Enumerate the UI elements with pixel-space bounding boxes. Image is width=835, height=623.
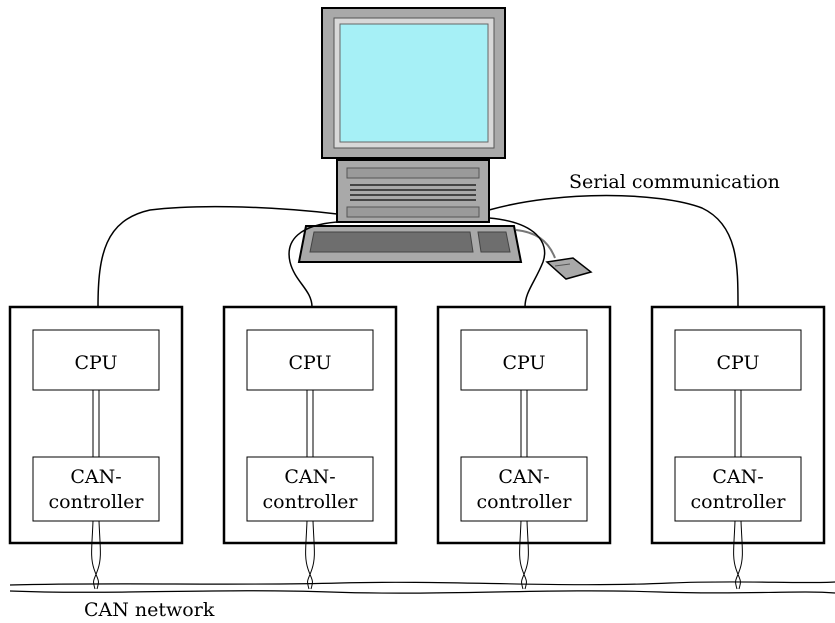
cpu-label: CPU: [502, 352, 545, 374]
can-drop-wire: [91, 520, 99, 590]
can-drop-wire: [305, 520, 313, 590]
can-controller-box: [32, 456, 160, 522]
cpu-label: CPU: [74, 352, 117, 374]
can-network-label: CAN network: [84, 599, 215, 621]
can-drop-wire: [93, 520, 101, 590]
can-drop-wire: [733, 520, 741, 590]
node-4: CPU CAN-controller: [650, 305, 826, 590]
can-drop-wire: [307, 520, 315, 590]
can-controller-label-line1: CAN-: [712, 466, 763, 488]
can-drop-wire: [519, 520, 527, 590]
can-bus: [9, 581, 835, 594]
cpu-label: CPU: [716, 352, 759, 374]
serial-communication-label: Serial communication: [569, 171, 780, 193]
cpu-box: [460, 329, 588, 391]
serial-cable-node-1: [97, 205, 338, 308]
can-bus-wire-a: [9, 581, 835, 586]
can-controller-label-line2: controller: [691, 491, 787, 513]
can-bus-wire-b: [9, 590, 835, 594]
can-controller-label-line1: CAN-: [70, 466, 121, 488]
cpu-label: CPU: [288, 352, 331, 374]
can-controller-label-line1: CAN-: [284, 466, 335, 488]
can-controller-label-line2: controller: [49, 491, 145, 513]
cpu-box: [674, 329, 802, 391]
serial-cable-node-2: [288, 221, 338, 308]
can-controller-box: [246, 456, 374, 522]
can-controller-box: [674, 456, 802, 522]
node-group: CPU CAN-controller CPU CAN-controller CPU CAN…: [8, 305, 826, 590]
node-1: CPU CAN-controller: [8, 305, 184, 590]
serial-cable-node-3: [488, 217, 546, 308]
can-controller-box: [460, 456, 588, 522]
computer-monitor-icon: [321, 7, 506, 223]
keyboard-icon: [297, 225, 523, 263]
serial-cables: [97, 194, 739, 308]
cpu-box: [246, 329, 374, 391]
can-controller-label-line2: controller: [263, 491, 359, 513]
can-drop-wire: [521, 520, 529, 590]
node-2: CPU CAN-controller: [222, 305, 398, 590]
computer-icon: [297, 7, 593, 280]
cpu-box: [32, 329, 160, 391]
can-controller-label-line2: controller: [477, 491, 573, 513]
mouse-icon: [515, 229, 593, 280]
can-controller-label-line1: CAN-: [498, 466, 549, 488]
node-3: CPU CAN-controller: [436, 305, 612, 590]
serial-cable-node-4: [488, 194, 739, 308]
can-drop-wire: [735, 520, 743, 590]
